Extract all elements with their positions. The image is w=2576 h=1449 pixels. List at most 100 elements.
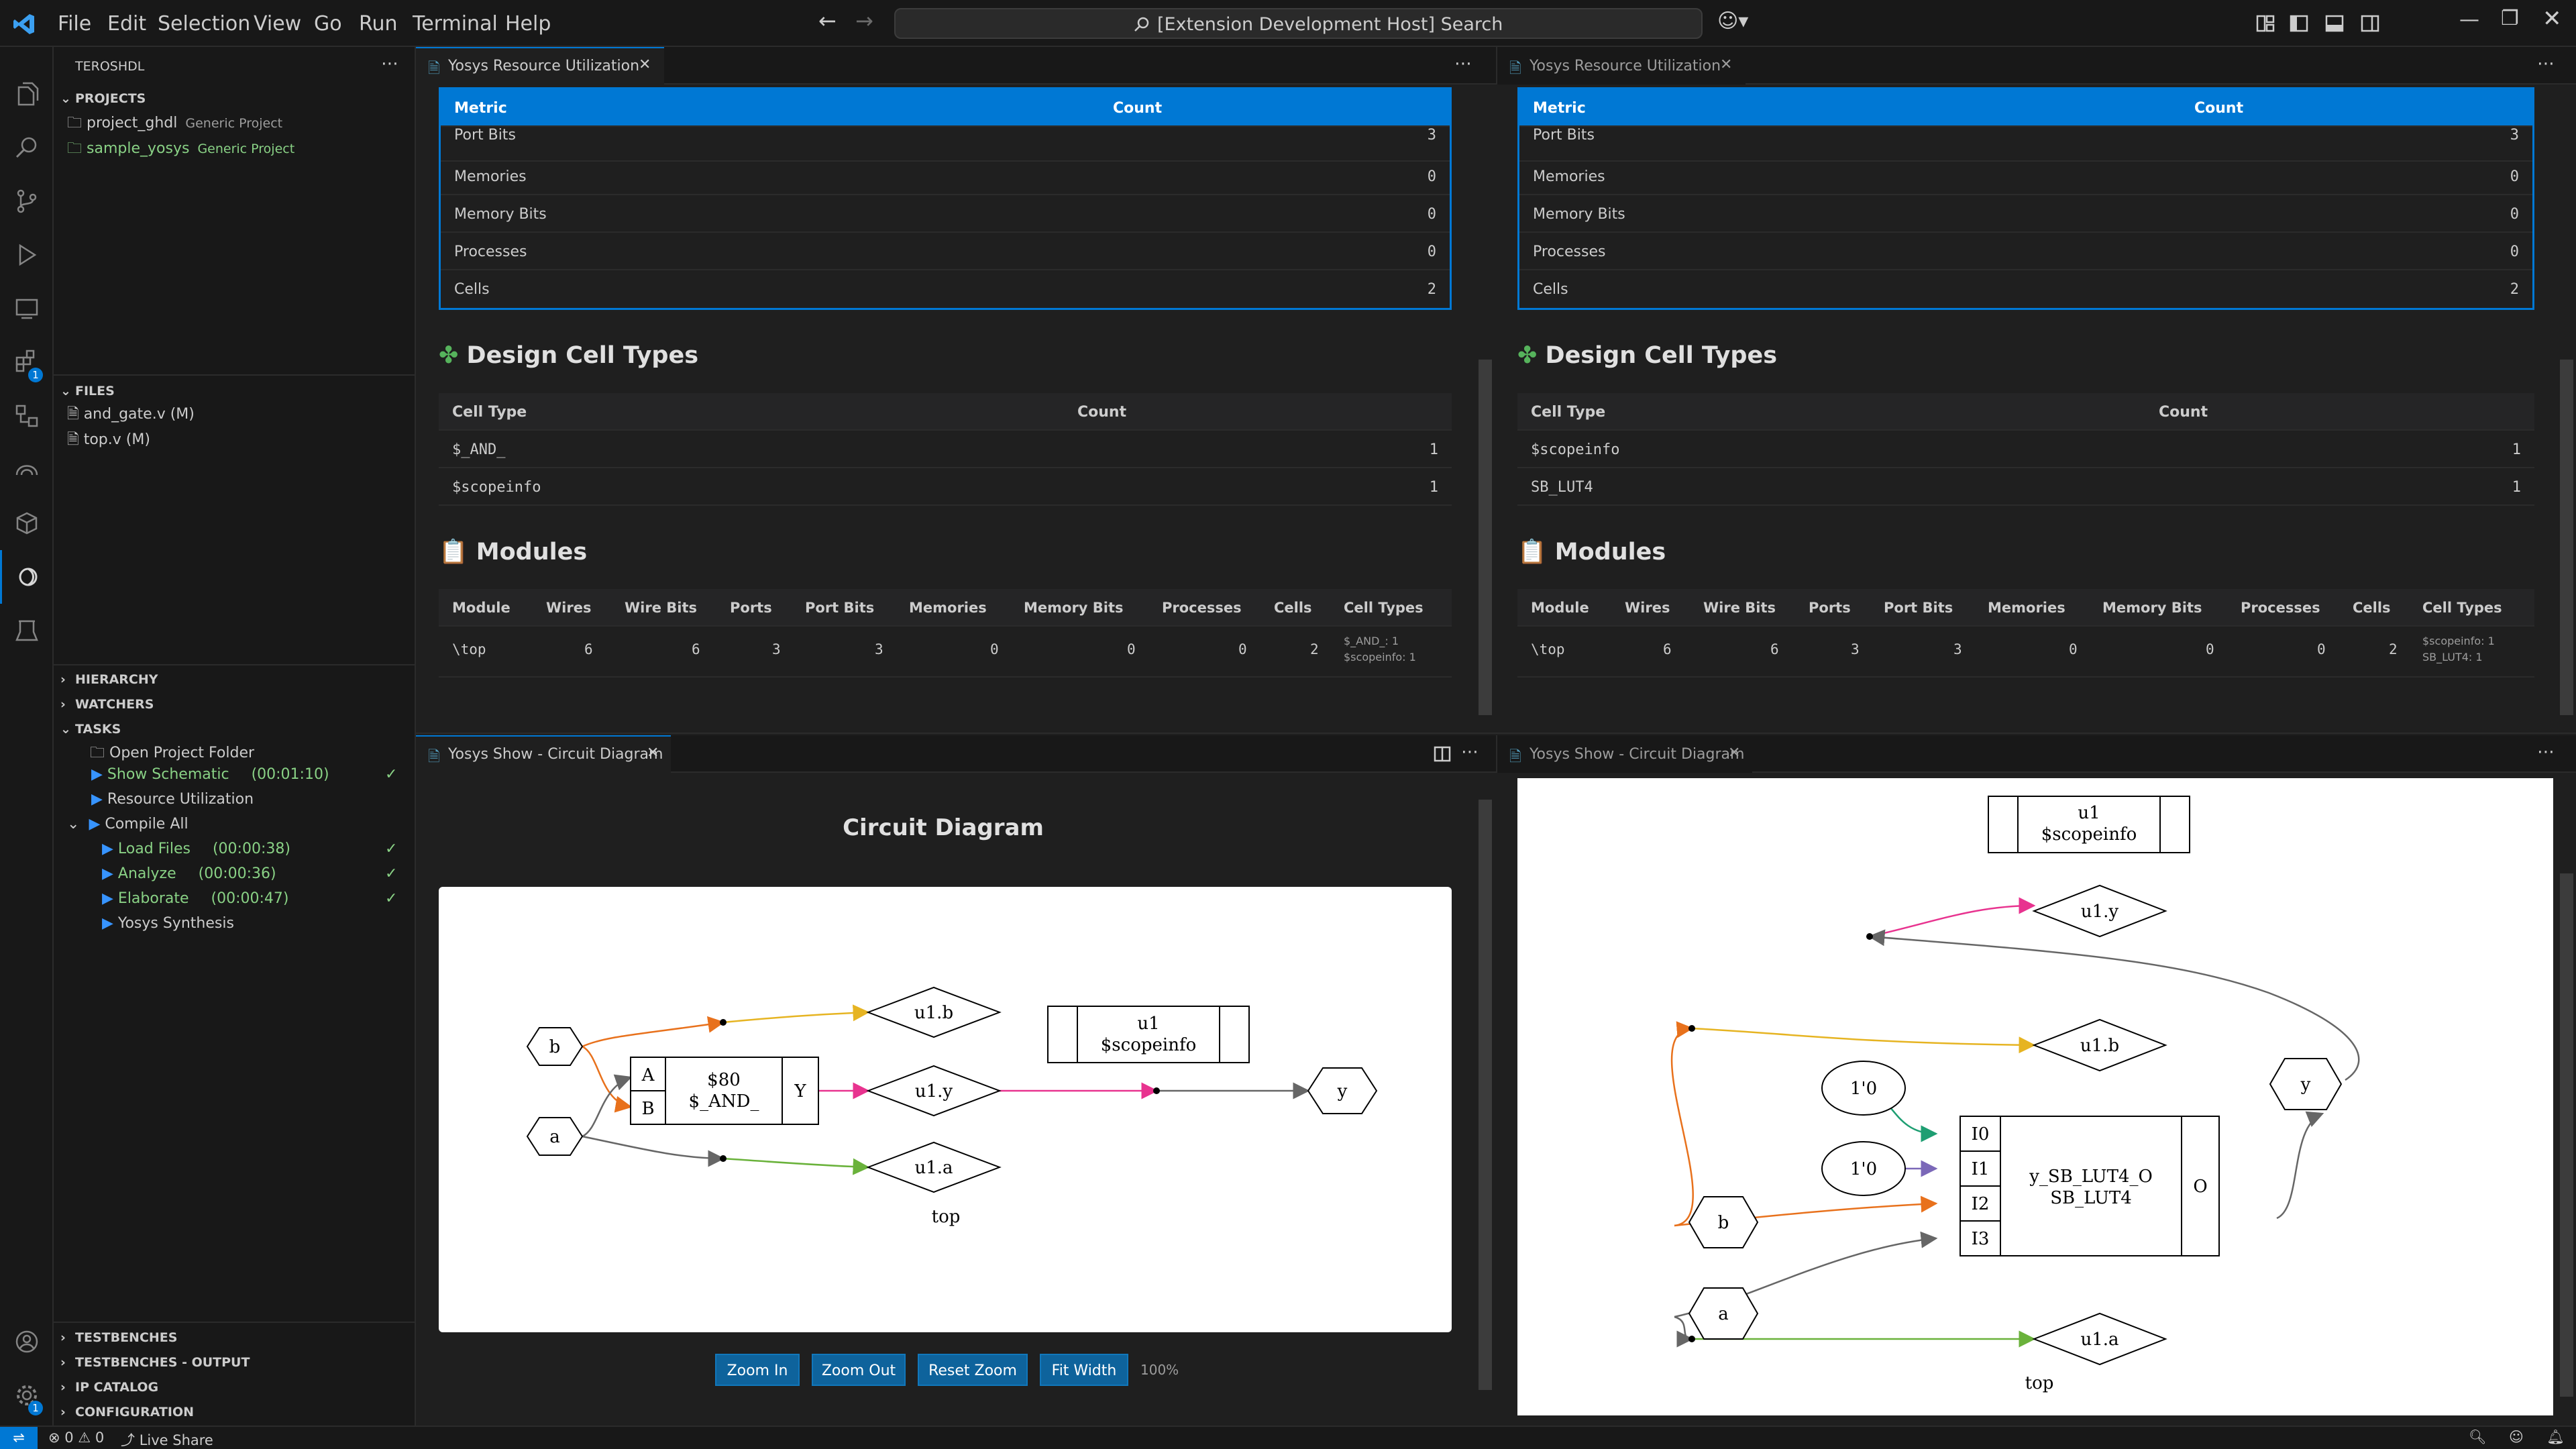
zoom-in-button[interactable]: Zoom In (715, 1354, 800, 1386)
menu-edit[interactable]: Edit (107, 12, 147, 36)
toggle-panel-icon[interactable] (2324, 13, 2345, 34)
file-icon: 🗎 (67, 406, 79, 423)
zoom-icon[interactable]: 🔍︎ (2469, 1429, 2487, 1445)
search-view-icon[interactable] (0, 121, 54, 174)
forward-arrow-icon[interactable]: → (855, 8, 873, 34)
testbenches-output-section-header[interactable]: ›TESTBENCHES - OUTPUT (60, 1355, 250, 1370)
problems-indicator[interactable]: ⊗ 0 ⚠ 0 (48, 1430, 104, 1446)
toggle-secondary-sidebar-icon[interactable] (2360, 13, 2380, 34)
accounts-icon[interactable] (0, 1315, 54, 1368)
menu-view[interactable]: View (254, 12, 302, 36)
more-actions-icon[interactable]: ⋯ (2537, 54, 2555, 74)
command-center-search[interactable]: [Extension Development Host] Search (894, 8, 1703, 39)
teroshdl-icon[interactable] (0, 550, 54, 604)
tab-circuit-diagram[interactable]: 🗎 Yosys Show - Circuit Diagram ✕ (416, 735, 671, 773)
scrollbar[interactable] (2560, 360, 2573, 715)
source-control-icon[interactable] (0, 174, 54, 228)
task-time: (00:00:38) (212, 841, 290, 857)
menu-run[interactable]: Run (359, 12, 398, 36)
copilot-status-icon[interactable]: ☺ (2509, 1429, 2524, 1445)
manage-gear-icon[interactable]: 1 (0, 1368, 54, 1422)
check-icon: ✓ (385, 865, 398, 882)
close-tab-icon[interactable]: ✕ (1728, 745, 1741, 761)
live-share-button[interactable]: ⤴ Live Share (121, 1430, 213, 1449)
task-elaborate[interactable]: ▶ Elaborate (00:00:47) (102, 890, 289, 907)
close-tab-icon[interactable]: ✕ (647, 745, 659, 761)
files-section-header[interactable]: ⌄FILES (60, 384, 115, 398)
metric-name: Cells (1533, 281, 1568, 298)
split-editor-icon[interactable] (1433, 745, 1452, 763)
explorer-icon[interactable] (0, 67, 54, 121)
remote-explorer-icon[interactable] (0, 282, 54, 335)
task-load-files[interactable]: ▶ Load Files (00:00:38) (102, 841, 290, 857)
tab-resource-utilization[interactable]: 🗎 Yosys Resource Utilization ✕ (416, 47, 664, 85)
task-analyze[interactable]: ▶ Analyze (00:00:36) (102, 865, 276, 882)
testing-icon[interactable] (0, 604, 54, 657)
task-time: (00:01:10) (251, 766, 329, 783)
tab-circuit-diagram[interactable]: 🗎 Yosys Show - Circuit Diagram ✕ (1497, 735, 1752, 773)
metric-name: Memory Bits (1533, 206, 1625, 223)
right-top-tab-bar: 🗎 Yosys Resource Utilization ✕ ⋯ (1496, 47, 2576, 85)
task-resource-utilization[interactable]: ▶ Resource Utilization (91, 791, 254, 808)
copilot-icon[interactable]: ☺▾ (1717, 9, 1749, 33)
scrollbar[interactable] (1479, 360, 1492, 715)
task-show-schematic[interactable]: ▶ Show Schematic (00:01:10) (91, 766, 329, 783)
preview-icon: 🗎 (1509, 749, 1521, 765)
tab-resource-utilization[interactable]: 🗎 Yosys Resource Utilization ✕ (1497, 47, 1746, 85)
watchers-section-header[interactable]: ›WATCHERS (60, 697, 154, 712)
more-actions-icon[interactable]: ⋯ (1454, 54, 1472, 74)
hierarchy-section-header[interactable]: ›HIERARCHY (60, 672, 158, 687)
constant-node (1821, 1141, 1906, 1196)
extensions-icon[interactable]: 1 (0, 335, 54, 389)
menu-terminal[interactable]: Terminal (413, 12, 498, 36)
hierarchy-icon[interactable] (0, 389, 54, 443)
menu-file[interactable]: File (58, 12, 92, 36)
wire-label: u1.b (2080, 1036, 2119, 1056)
file-item[interactable]: 🗎 and_gate.v (M) (67, 402, 195, 428)
cell-type-count: 1 (2512, 441, 2521, 458)
scrollbar[interactable] (1479, 800, 1492, 1390)
minimize-icon[interactable]: — (2459, 8, 2479, 32)
module-ports: 3 (772, 641, 781, 657)
back-arrow-icon[interactable]: ← (818, 8, 837, 34)
projects-section-header[interactable]: ⌄PROJECTS (60, 91, 146, 106)
more-actions-icon[interactable]: ⋯ (2537, 742, 2555, 762)
close-window-icon[interactable]: ✕ (2542, 5, 2562, 32)
task-compile-all[interactable]: ⌄ ▶ Compile All (67, 816, 189, 833)
sidebar-more-icon[interactable]: ⋯ (381, 54, 398, 74)
zoom-out-button[interactable]: Zoom Out (812, 1354, 906, 1386)
containers-icon[interactable] (0, 496, 54, 550)
fit-width-button[interactable]: Fit Width (1040, 1354, 1128, 1386)
more-actions-icon[interactable]: ⋯ (1461, 742, 1479, 762)
module-ports: 3 (1851, 641, 1860, 657)
run-debug-icon[interactable] (0, 228, 54, 282)
menu-go[interactable]: Go (314, 12, 342, 36)
file-item[interactable]: 🗎 top.v (M) (67, 428, 150, 453)
check-icon: ✓ (385, 841, 398, 857)
ip-catalog-section-header[interactable]: ›IP CATALOG (60, 1380, 159, 1395)
testbenches-section-header[interactable]: ›TESTBENCHES (60, 1330, 178, 1345)
restore-icon[interactable]: ❐ (2501, 7, 2519, 30)
reset-zoom-button[interactable]: Reset Zoom (918, 1354, 1028, 1386)
menu-help[interactable]: Help (505, 12, 551, 36)
tasks-section-header[interactable]: ⌄TASKS (60, 722, 121, 737)
diagram-canvas[interactable]: u1 $scopeinfo u1.y u1.b u1.a 1'0 1'0 I0 … (1517, 778, 2553, 1415)
diagram-canvas[interactable]: b a A B $80 $_AND_ Y u1.b u1.y u1.a (439, 887, 1452, 1332)
task-open-project-folder[interactable]: 🗀 Open Project Folder (90, 741, 254, 767)
input-port-b (1688, 1196, 1759, 1248)
tab-label: Yosys Show - Circuit Diagram (448, 746, 663, 763)
scrollbar[interactable] (2560, 873, 2573, 1397)
notifications-bell-icon[interactable]: 🔔︎ (2546, 1429, 2565, 1445)
remote-indicator-icon[interactable]: ⇌ (0, 1427, 38, 1449)
close-tab-icon[interactable]: ✕ (1720, 56, 1733, 73)
menu-selection[interactable]: Selection (158, 12, 251, 36)
remote-icon[interactable] (0, 443, 54, 496)
task-yosys-synthesis[interactable]: ▶ Yosys Synthesis (102, 915, 234, 932)
divider (54, 1322, 416, 1323)
close-tab-icon[interactable]: ✕ (639, 56, 651, 73)
toggle-primary-sidebar-icon[interactable] (2289, 13, 2309, 34)
configuration-section-header[interactable]: ›CONFIGURATION (60, 1405, 195, 1419)
customize-layout-icon[interactable] (2255, 13, 2275, 34)
